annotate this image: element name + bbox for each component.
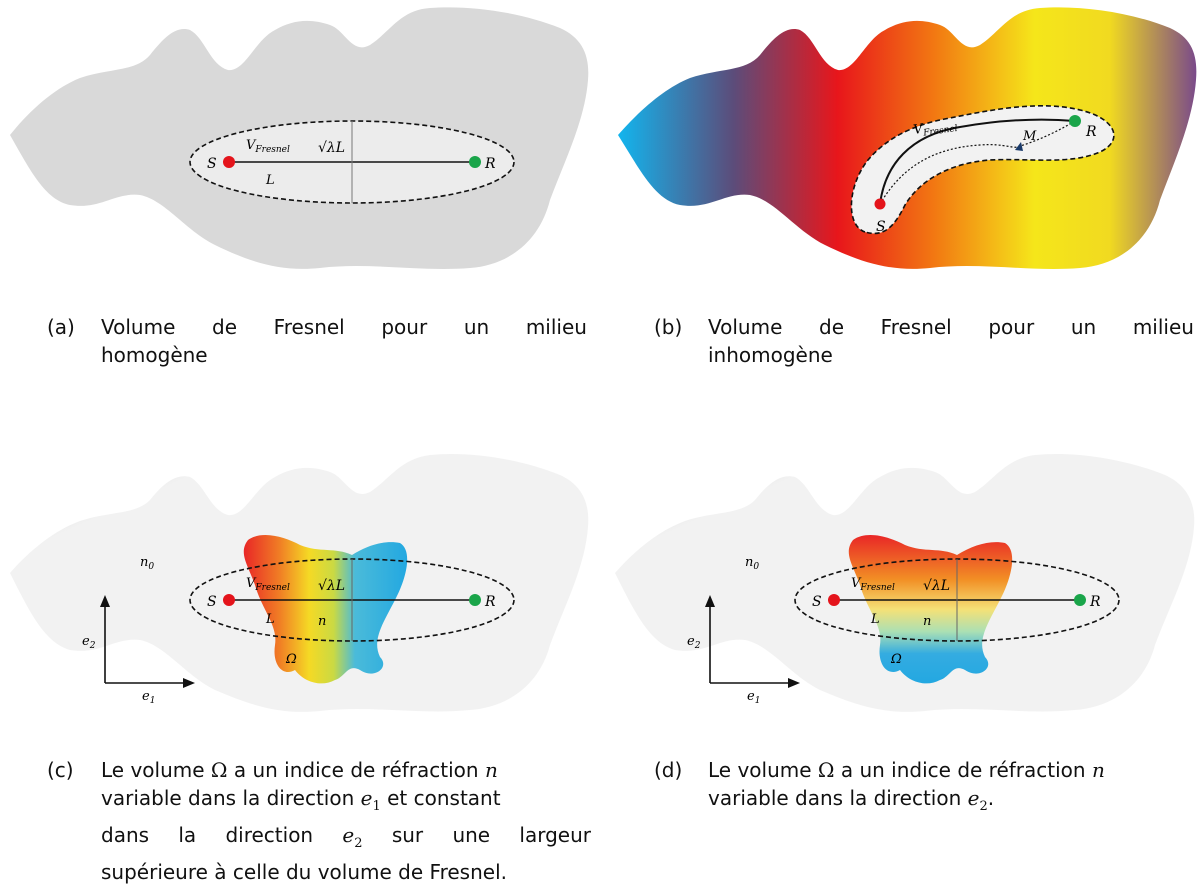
figure-c-variable-e1: S R L VFresnel √λL n0 n Ω e2 e1 (10, 453, 589, 712)
label-R: R (484, 594, 496, 610)
point-M-marker (1015, 142, 1023, 151)
caption-c: (c) Le volume Ω a un indice de réfractio… (47, 756, 592, 884)
axes (705, 595, 800, 688)
caption-line: variable dans la direction e1 et constan… (101, 786, 501, 814)
label-L: L (265, 612, 275, 627)
omega-region (243, 535, 408, 684)
label-R: R (1089, 594, 1101, 610)
figure-d-variable-e2: S R L VFresnel √λL n0 n Ω e2 e1 (615, 453, 1195, 712)
label-e1: e1 (747, 689, 760, 706)
figure-a-homogeneous: S R L VFresnel √λL (10, 7, 589, 269)
axes (100, 595, 195, 688)
label-e2: e2 (687, 634, 701, 651)
omega-region (848, 535, 1013, 684)
label-M: M (1022, 129, 1037, 144)
caption-tag: (b) (654, 315, 683, 339)
figure-b-inhomogeneous: S R M VFresnel (618, 7, 1197, 269)
source-point (223, 594, 235, 606)
label-L: L (870, 612, 880, 627)
label-R: R (1085, 124, 1097, 140)
receiver-point (1074, 594, 1086, 606)
label-V-fresnel: VFresnel (246, 576, 290, 593)
caption-tag: (c) (47, 758, 74, 782)
label-S: S (876, 219, 886, 235)
receiver-point (1069, 115, 1081, 127)
label-L: L (265, 173, 275, 188)
receiver-point (469, 594, 481, 606)
label-sqrt-lambda-L: √λL (318, 578, 345, 594)
label-n: n (318, 614, 326, 629)
caption-tag: (d) (654, 758, 683, 782)
source-point (223, 156, 235, 168)
label-n: n (923, 614, 931, 629)
label-omega: Ω (285, 652, 297, 667)
perturbed-path (879, 120, 1076, 205)
label-sqrt-lambda-L: √λL (318, 140, 345, 156)
ray-path (879, 118, 1076, 205)
label-V-fresnel: VFresnel (851, 576, 895, 593)
caption-tag: (a) (47, 315, 75, 339)
label-V-fresnel: VFresnel (246, 138, 290, 155)
label-omega: Ω (890, 652, 902, 667)
caption-line: homogène (101, 343, 208, 367)
label-S: S (207, 594, 217, 610)
caption-d: (d) Le volume Ω a un indice de réfractio… (654, 756, 1194, 816)
label-e2: e2 (82, 634, 96, 651)
fresnel-volume-curved (850, 105, 1115, 235)
label-S: S (812, 594, 822, 610)
label-sqrt-lambda-L: √λL (923, 578, 950, 594)
source-point (874, 198, 886, 210)
label-R: R (484, 156, 496, 172)
caption-line: variable dans la direction e2. (708, 786, 995, 814)
caption-line: Le volume Ω a un indice de réfraction n (101, 758, 498, 782)
source-point (828, 594, 840, 606)
label-V-fresnel: VFresnel (912, 117, 958, 140)
caption-line: inhomogène (708, 343, 833, 367)
caption-line: Le volume Ω a un indice de réfraction n (708, 758, 1105, 782)
label-S: S (207, 156, 217, 172)
label-n0: n0 (745, 555, 759, 572)
receiver-point (469, 156, 481, 168)
label-e1: e1 (142, 689, 155, 706)
caption-line: supérieure à celle du volume de Fresnel. (101, 860, 507, 884)
label-n0: n0 (140, 555, 154, 572)
